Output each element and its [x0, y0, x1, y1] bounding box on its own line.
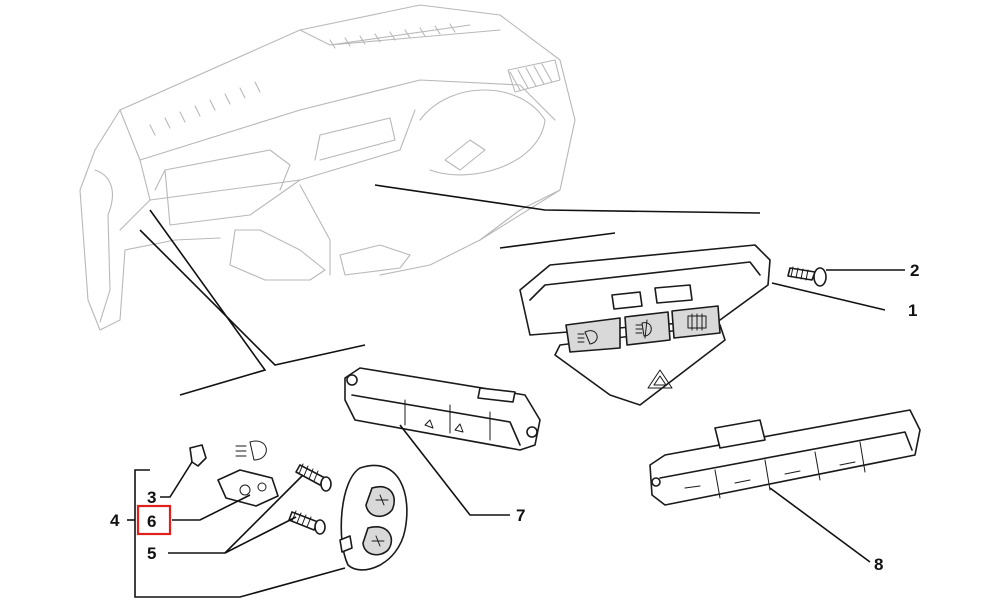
rear-defrost-icon: [687, 313, 707, 331]
callout-8[interactable]: 8: [874, 555, 883, 574]
callout-6[interactable]: 6: [147, 512, 156, 531]
hazard-warning-icon: [647, 369, 673, 389]
headlight-icon: [577, 330, 598, 345]
callout-5[interactable]: 5: [147, 544, 156, 563]
part-5-screws: [288, 463, 332, 535]
part-1-switch-panel: [519, 244, 771, 406]
part-3-clip: [189, 444, 207, 467]
headlight-icon: [235, 440, 267, 461]
callout-2[interactable]: 2: [910, 261, 919, 280]
part-4-button-cover: [339, 464, 408, 571]
part-6-switch-body: [217, 469, 279, 507]
callout-3[interactable]: 3: [147, 488, 156, 507]
callout-4[interactable]: 4: [110, 511, 120, 530]
part-8-long-switch-strip: [649, 409, 921, 506]
callout-6-highlight: [136, 504, 172, 536]
fog-light-icon: [635, 319, 652, 339]
callout-7[interactable]: 7: [516, 506, 525, 525]
callout-labels: 1 2 3 4 6 5 7 8: [110, 261, 919, 574]
part-2-screw: [787, 266, 827, 287]
projection-lines: [139, 184, 761, 396]
dashboard-outline: [79, 4, 576, 331]
callout-1[interactable]: 1: [908, 301, 917, 320]
part-7-switch-strip: [344, 367, 541, 451]
leader-lines: [127, 269, 905, 598]
